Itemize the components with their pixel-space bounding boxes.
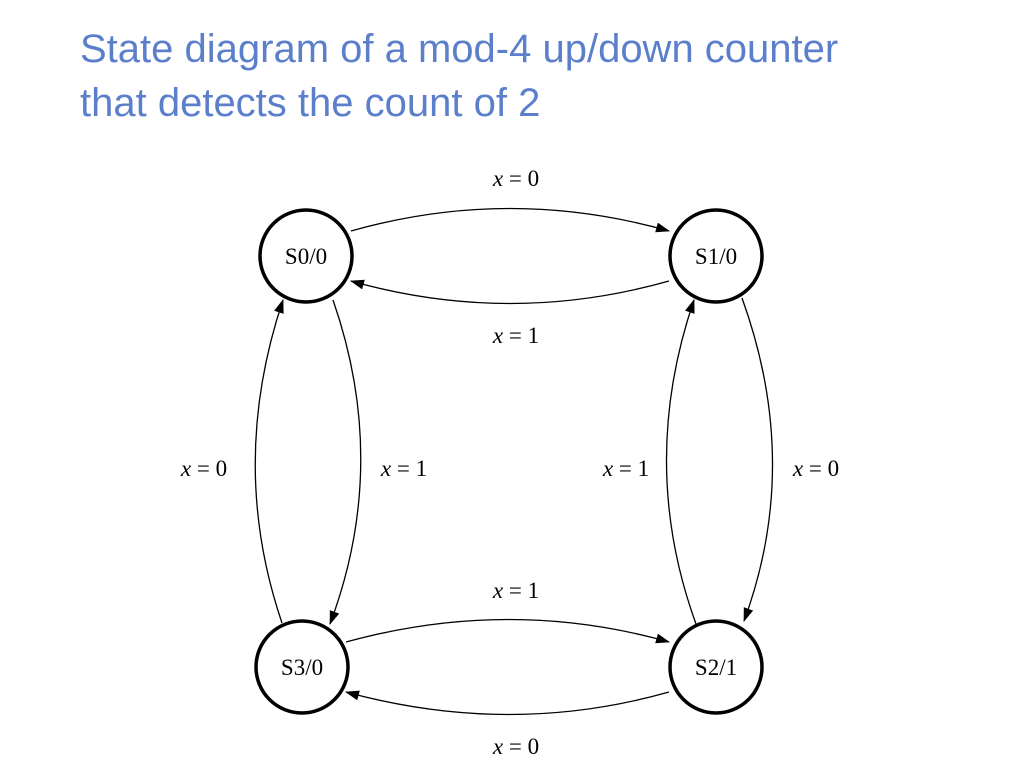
transition-label-s2-to-s3: x = 0: [492, 734, 539, 759]
transition-label-s0-to-s1: x = 0: [492, 166, 539, 191]
transition-s0-to-s1: [350, 207, 670, 233]
transition-label-s1-to-s0: x = 1: [492, 323, 539, 348]
title-line-2: that detects the count of 2: [80, 81, 541, 125]
transition-label-s3-to-s0: x = 0: [180, 456, 227, 481]
transition-label-s0-to-s3: x = 1: [380, 456, 427, 481]
state-label-s1: S1/0: [695, 244, 737, 269]
state-node-s0: S0/0: [258, 208, 354, 304]
slide-title: State diagram of a mod-4 up/down counter…: [80, 22, 1000, 130]
state-node-s1: S1/0: [668, 208, 764, 304]
state-label-s2: S2/1: [695, 655, 737, 680]
state-node-s3: S3/0: [254, 619, 350, 715]
transition-label-s3-to-s2: x = 1: [492, 578, 539, 603]
state-node-s2: S2/1: [668, 619, 764, 715]
transition-s0-to-s3: [329, 299, 362, 625]
transition-s1-to-s0: [350, 279, 670, 305]
state-label-s3: S3/0: [281, 655, 323, 680]
transition-s1-to-s2: [741, 297, 774, 622]
transition-s2-to-s1: [665, 299, 697, 625]
transition-s3-to-s0: [254, 299, 284, 624]
transition-s2-to-s3: [345, 690, 670, 716]
title-line-1: State diagram of a mod-4 up/down counter: [80, 27, 839, 71]
transition-label-s1-to-s2: x = 0: [792, 456, 839, 481]
transition-label-s2-to-s1: x = 1: [602, 456, 649, 481]
transition-s3-to-s2: [345, 618, 670, 644]
state-label-s0: S0/0: [285, 244, 327, 269]
